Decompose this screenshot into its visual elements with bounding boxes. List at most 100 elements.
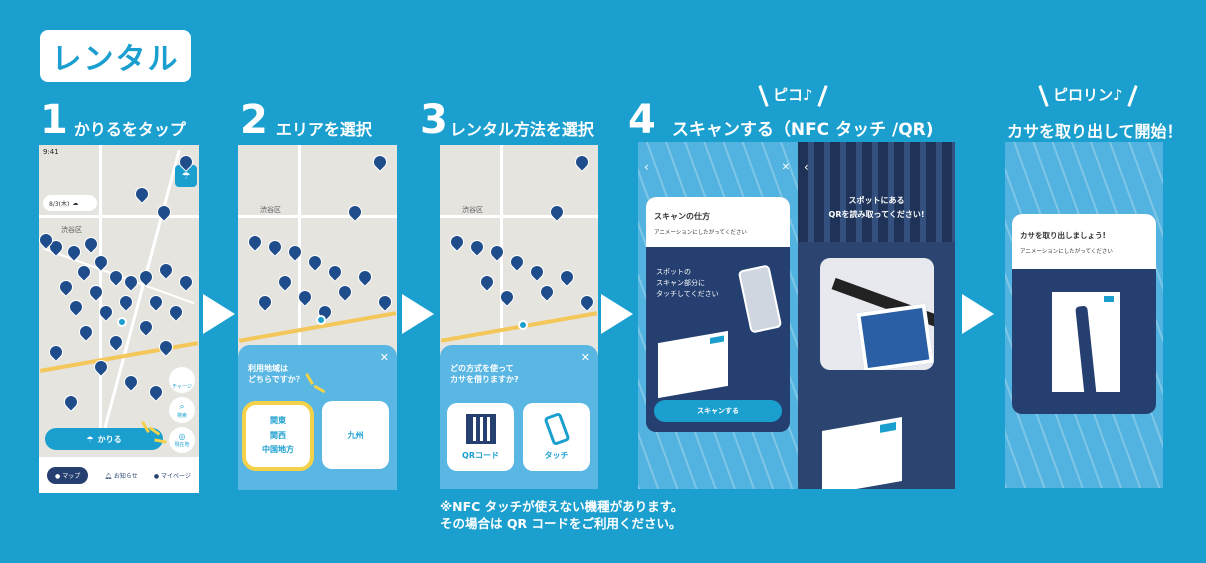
current-location-label: 現在地 [174, 442, 190, 448]
step-3-label: レンタル方法を選択 [449, 120, 594, 139]
spot-box-icon [822, 416, 902, 489]
take-panel: カサを取り出しましょう! アニメーションにしたがってください [1012, 214, 1156, 414]
nav-notice-label: お知らせ [113, 472, 138, 480]
take-card-subtitle: アニメーションにしたがってください [1020, 249, 1113, 255]
method-touch-button[interactable]: タッチ [523, 403, 590, 471]
sound-effect-pico: ピコ♪ [754, 84, 832, 107]
umbrella-icon [1075, 305, 1097, 399]
next-arrow [203, 294, 235, 334]
step-1-number: 1 [40, 97, 68, 143]
step-2-label: エリアを選択 [275, 120, 372, 139]
cloud-icon: ☁ [72, 199, 79, 207]
step-4-label: スキャンする（NFC タッチ /QR) [671, 120, 934, 140]
scan-button-label: スキャンする [697, 407, 739, 415]
qr-instruction: スポットにある QRを読み取ってください! [798, 194, 955, 223]
qr-sticker-icon [856, 303, 934, 370]
method-question-line1: どの方式を使って [450, 364, 514, 373]
area-option-kanto[interactable]: 関東 関西 中国地方 [242, 401, 314, 471]
qr-instruction-line2: QRを読み取ってください! [828, 210, 925, 220]
area-kyushu: 九州 [347, 430, 364, 440]
bell-icon: 🔔︎ [104, 472, 112, 480]
umbrella-stand-icon [1052, 292, 1120, 399]
area-kansai: 関西 [270, 430, 286, 440]
person-icon: ● [153, 472, 160, 480]
charge-label: チャージ [172, 384, 192, 390]
screen-3-method: 渋谷区 ✕ どの方式を使って カサを借りますか? QRコード タッチ [440, 145, 598, 489]
close-icon[interactable]: ✕ [580, 351, 590, 364]
take-card-title: カサを取り出しましょう! [1020, 231, 1106, 240]
screen-2-area: 渋谷区 ✕ 利用地域は どちらですか？ 関東 関西 中国地方 九州 [238, 145, 397, 490]
nav-mypage[interactable]: ● マイページ [154, 471, 191, 480]
step-2-header: 2 エリアを選択 [240, 100, 372, 140]
current-location-dot [117, 317, 127, 327]
close-icon[interactable]: ✕ [379, 351, 389, 364]
step-4-number: 4 [628, 97, 656, 143]
qr-instruction-line1: スポットにある [848, 196, 905, 205]
map-pin-icon: ● [55, 472, 61, 480]
take-card-header: カサを取り出しましょう! アニメーションにしたがってください [1012, 214, 1156, 269]
screen-5-take-umbrella: カサを取り出しましょう! アニメーションにしたがってください [1005, 142, 1163, 488]
nav-map[interactable]: ● マップ [47, 466, 89, 484]
back-icon[interactable]: ‹ [804, 160, 809, 174]
method-question-line2: カサを借りますか? [450, 375, 519, 385]
next-arrow [962, 294, 994, 334]
umbrella-icon: ☂ [86, 434, 94, 444]
scan-instruction-line1: スポットの [656, 268, 691, 276]
status-time: 9:41 [43, 148, 59, 156]
scan-panel: スキャンの仕方 アニメーションにしたがってください スポットの スキャン部分に … [646, 197, 790, 432]
area-question: 利用地域は どちらですか？ [248, 363, 304, 385]
search-button[interactable]: ⌕検索 [169, 397, 195, 423]
nav-map-label: マップ [62, 472, 81, 480]
step-3-header: 3 レンタル方法を選択 [420, 100, 594, 140]
qr-label: QRコード [462, 450, 499, 460]
next-arrow [402, 294, 434, 334]
qr-code-icon [465, 413, 496, 444]
area-sheet: ✕ 利用地域は どちらですか？ 関東 関西 中国地方 九州 [238, 345, 397, 490]
area-question-line1: 利用地域は [248, 364, 288, 373]
charge-button[interactable]: チャージ [169, 367, 195, 393]
borrow-button[interactable]: ☂かりる [45, 428, 163, 450]
sound-pico-text: ピコ♪ [773, 86, 813, 104]
current-location-dot [518, 320, 528, 330]
current-location-button[interactable]: ◎現在地 [169, 427, 195, 453]
phone-icon [737, 264, 783, 334]
screen-4-qr-scan: ‹ スポットにある QRを読み取ってください! [798, 142, 955, 489]
umbrella-mode-button[interactable]: ☂ [175, 165, 197, 187]
umbrella-icon: ☂ [181, 170, 191, 182]
bottom-nav: ● マップ 🔔︎ お知らせ ● マイページ [39, 457, 199, 493]
screen-4-nfc-scan: ‹ ✕ スキャンの仕方 アニメーションにしたがってください スポットの スキャン… [638, 142, 798, 489]
date-weather-chip[interactable]: 8/3(木)☁ [43, 195, 97, 211]
phone-touch-icon [542, 411, 571, 446]
scan-card-title: スキャンの仕方 [654, 212, 710, 221]
step-5-header: カサを取り出して開始！ [1007, 118, 1183, 142]
sound-effect-pirorin: ピロリン♪ [1034, 84, 1142, 107]
borrow-button-label: かりる [97, 434, 122, 444]
method-question: どの方式を使って カサを借りますか? [450, 363, 519, 385]
ward-label: 渋谷区 [260, 206, 281, 214]
step-1-header: 1 かりるをタップ [40, 100, 186, 140]
back-icon[interactable]: ‹ [644, 160, 649, 174]
step-3-number: 3 [420, 97, 448, 143]
search-label: 検索 [176, 412, 187, 419]
ward-label: 渋谷区 [61, 226, 82, 234]
nfc-note: ※NFC タッチが使えない機種があります。 その場合は QR コードをご利用くだ… [440, 499, 683, 533]
step-2-number: 2 [240, 97, 268, 143]
area-option-kyushu[interactable]: 九州 [322, 401, 389, 469]
search-icon: ⌕ [179, 401, 185, 412]
nav-notice[interactable]: 🔔︎ お知らせ [104, 471, 137, 480]
method-qr-button[interactable]: QRコード [447, 403, 514, 471]
current-location-dot [316, 315, 326, 325]
scan-instruction: スポットの スキャン部分に タッチしてください [656, 267, 719, 301]
area-chugoku: 中国地方 [262, 445, 294, 455]
scan-button[interactable]: スキャンする [654, 400, 782, 422]
page-title: レンタル [40, 30, 191, 82]
step-5-label: カサを取り出して開始！ [1007, 122, 1183, 141]
scan-card-subtitle: アニメーションにしたがってください [654, 230, 747, 236]
close-icon[interactable]: ✕ [781, 162, 790, 173]
qr-camera-frame[interactable] [820, 258, 934, 370]
scan-instruction-line2: スキャン部分に [656, 279, 705, 288]
spot-box-icon [658, 330, 728, 399]
location-target-icon: ◎ [178, 432, 186, 441]
step-1-label: かりるをタップ [73, 120, 186, 139]
date-label: 8/3(木) [49, 200, 70, 208]
